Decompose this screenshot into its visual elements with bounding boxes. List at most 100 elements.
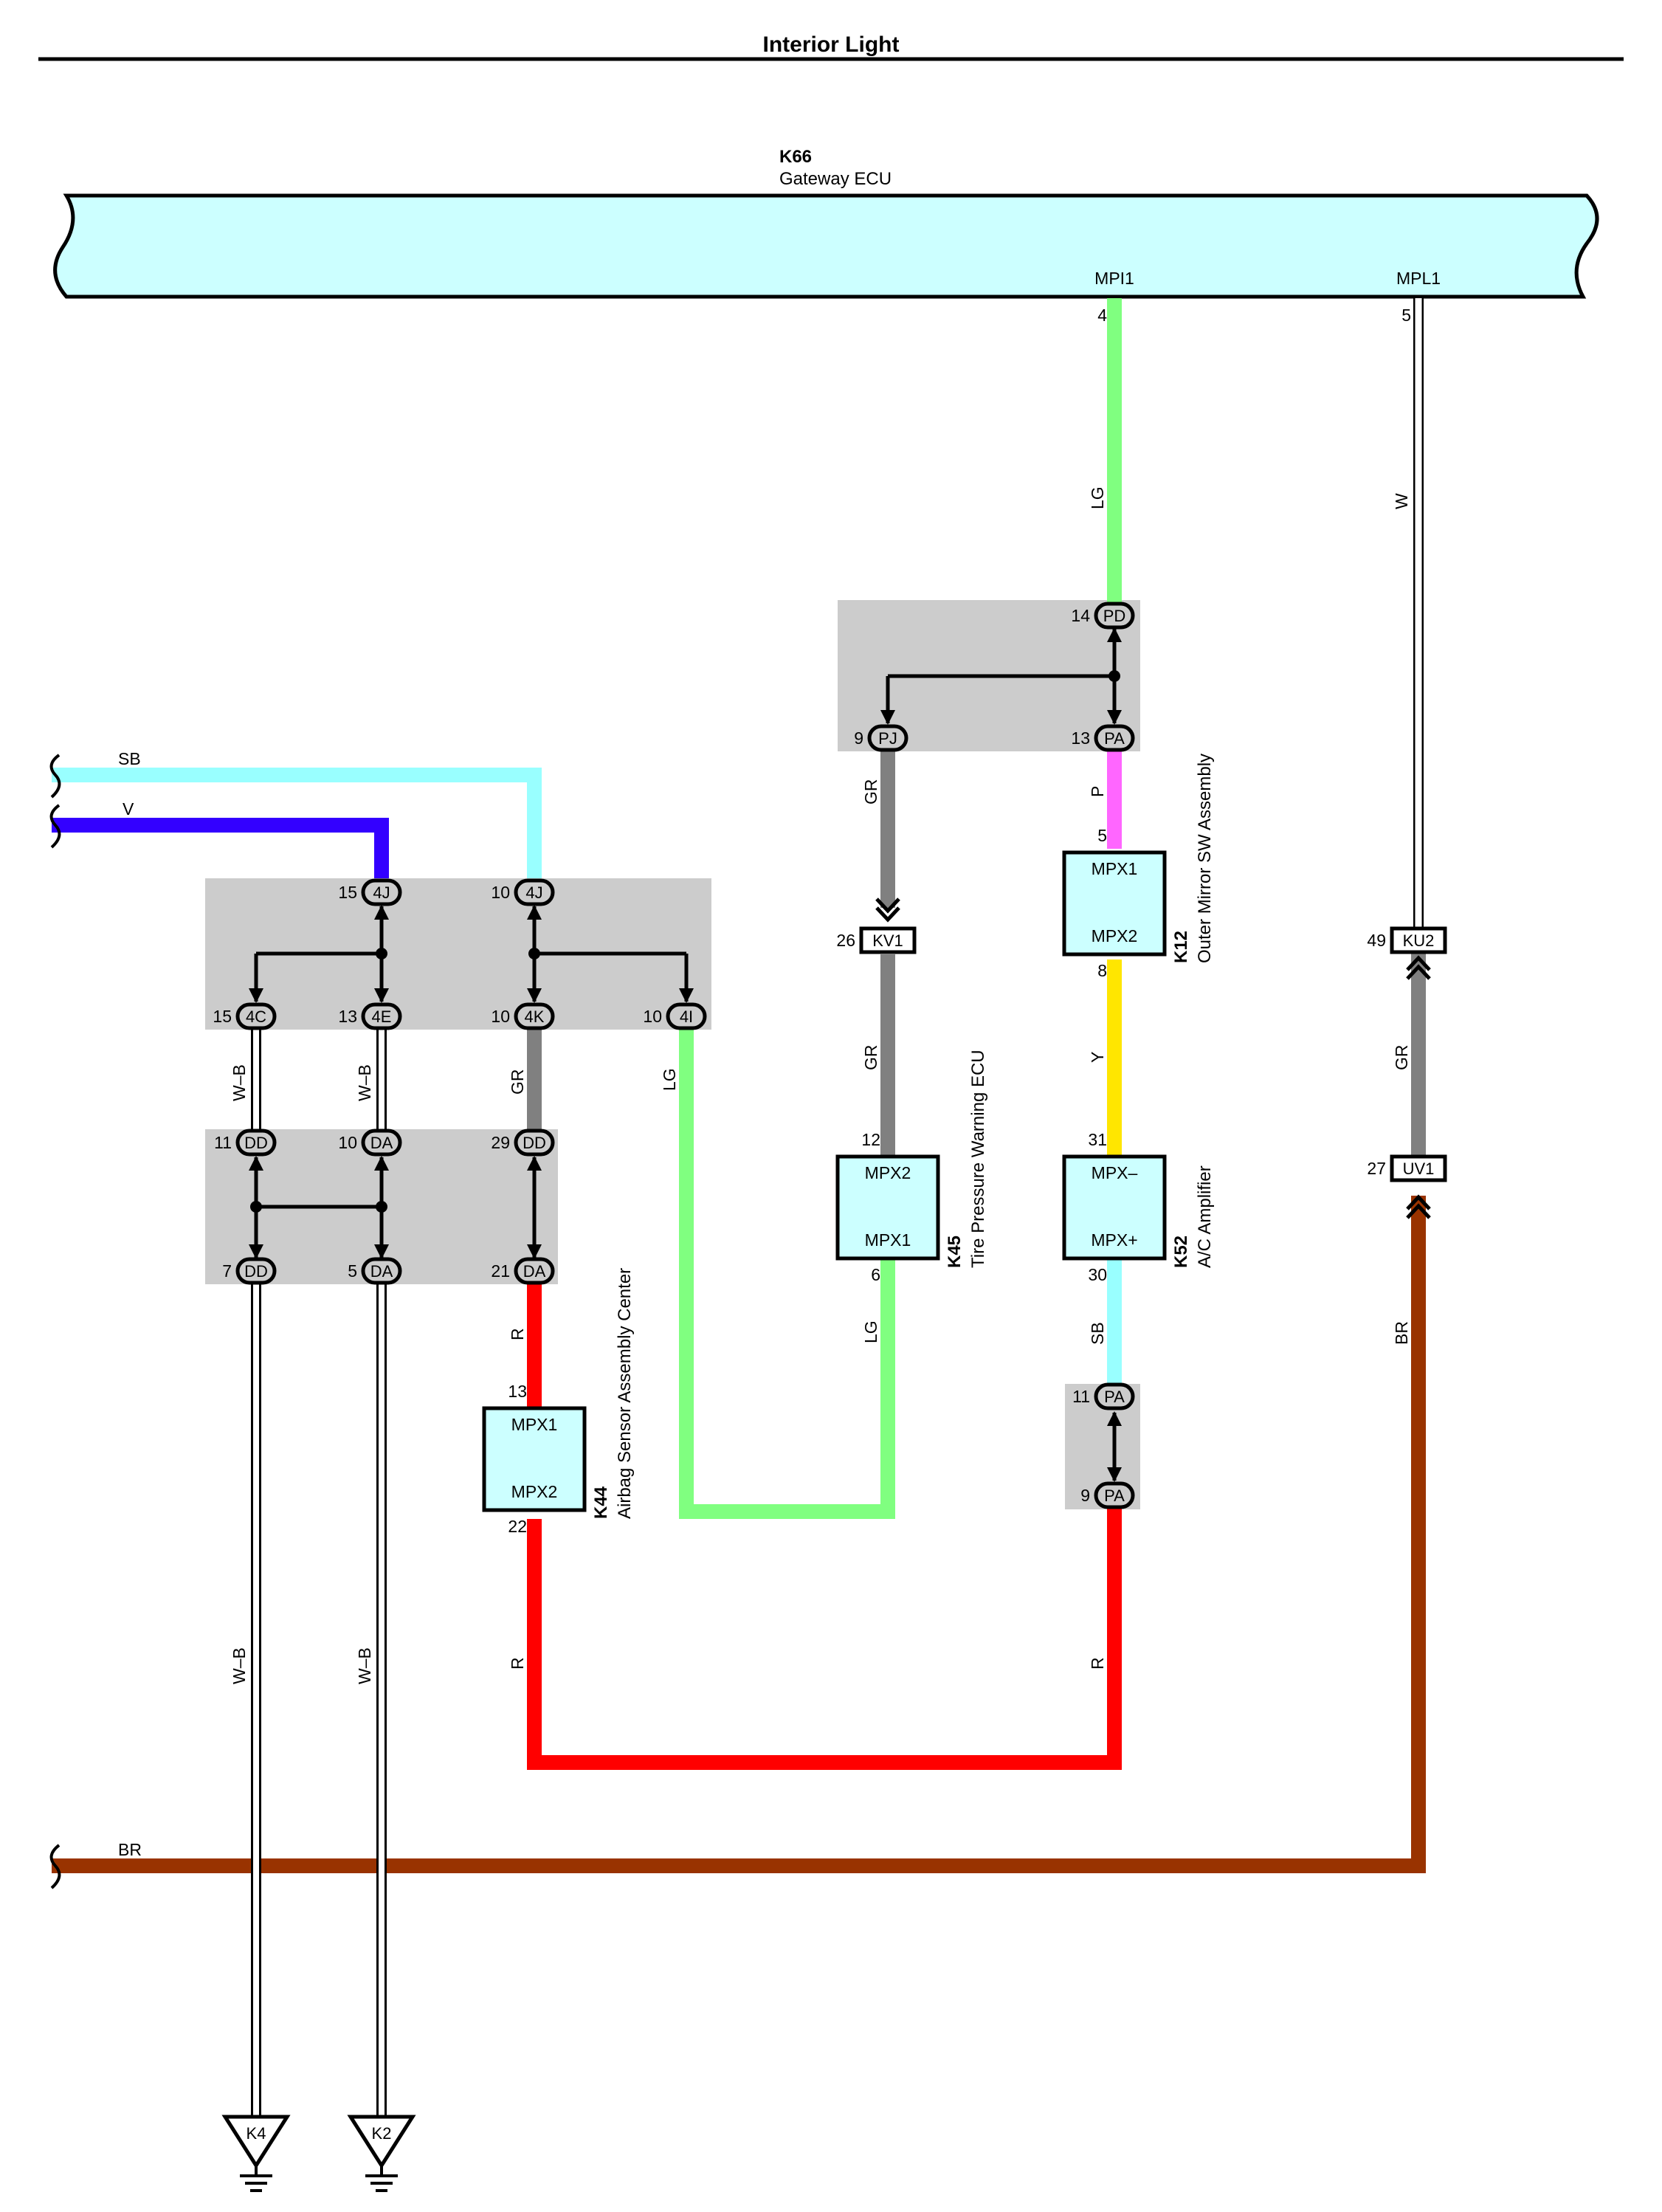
svg-text:4E: 4E — [372, 1007, 392, 1026]
svg-text:K2: K2 — [372, 2124, 392, 2143]
wire-label-lg-top: LG — [1088, 486, 1107, 509]
svg-text:12: 12 — [861, 1130, 880, 1149]
wire-label-r-pa: R — [1088, 1657, 1107, 1670]
svg-text:11: 11 — [214, 1133, 232, 1152]
svg-text:13: 13 — [338, 1007, 357, 1026]
connector-ku2: KU2 49 — [1367, 926, 1447, 954]
chevron-ku2 — [1406, 955, 1431, 980]
connector-da10: DA 10 — [338, 1129, 402, 1157]
svg-text:7: 7 — [222, 1261, 232, 1281]
chevron-uv1 — [1406, 1194, 1431, 1219]
svg-text:PA: PA — [1104, 1486, 1125, 1505]
ground-k2: K2 — [347, 2115, 416, 2192]
wire-break-sb — [49, 754, 61, 799]
svg-text:15: 15 — [338, 883, 357, 902]
svg-text:MPX1: MPX1 — [1092, 859, 1138, 878]
wire-label-y: Y — [1088, 1052, 1107, 1063]
svg-text:MPX2: MPX2 — [865, 1163, 911, 1182]
connector-e4: 4E 13 — [338, 1002, 402, 1030]
svg-text:4J: 4J — [373, 883, 390, 902]
svg-text:Tire Pressure Warning ECU: Tire Pressure Warning ECU — [968, 1050, 988, 1268]
svg-text:MPX1: MPX1 — [511, 1415, 558, 1434]
ecu-pin-mpl-name: MPL1 — [1396, 269, 1441, 288]
wire-label-gr-4k: GR — [508, 1069, 527, 1095]
svg-text:MPX–: MPX– — [1092, 1163, 1138, 1182]
splice-lines-dd — [249, 1156, 542, 1259]
gateway-ecu-box — [53, 193, 1599, 299]
connector-c4: 4C 15 — [213, 1002, 277, 1030]
svg-text:PD: PD — [1103, 607, 1126, 625]
wire-sb-in — [52, 768, 542, 878]
connector-pa9: PA 9 — [1080, 1481, 1135, 1509]
svg-text:4K: 4K — [525, 1007, 545, 1026]
connector-i4: 4I 10 — [643, 1002, 707, 1030]
svg-text:K44: K44 — [591, 1486, 611, 1519]
wire-r-loop — [527, 1508, 1122, 1770]
connector-kv1: KV1 26 — [836, 926, 917, 954]
connector-da5: DA 5 — [348, 1257, 402, 1285]
svg-text:PA: PA — [1104, 729, 1125, 748]
wire-label-lg-4i: LG — [660, 1068, 679, 1091]
svg-text:26: 26 — [836, 931, 855, 950]
connector-uv1: UV1 27 — [1367, 1154, 1447, 1182]
svg-text:DD: DD — [244, 1134, 268, 1152]
svg-text:9: 9 — [854, 728, 863, 748]
wire-label-sb-k52: SB — [1088, 1322, 1107, 1345]
svg-text:DD: DD — [244, 1262, 268, 1281]
connector-pd14: PD 14 — [1071, 602, 1135, 630]
svg-text:13: 13 — [1071, 728, 1090, 748]
svg-text:A/C Amplifier: A/C Amplifier — [1195, 1165, 1215, 1268]
wire-label-r-k44-top: R — [508, 1328, 527, 1340]
ecu-code: K66 — [779, 147, 812, 167]
svg-text:K4: K4 — [246, 2124, 266, 2143]
connector-pa11: PA 11 — [1072, 1382, 1135, 1410]
svg-text:K12: K12 — [1171, 931, 1191, 963]
svg-text:PJ: PJ — [878, 729, 897, 748]
svg-text:31: 31 — [1088, 1130, 1107, 1149]
page-title: Interior Light — [763, 32, 900, 57]
svg-text:8: 8 — [1097, 961, 1107, 980]
svg-text:10: 10 — [491, 1007, 510, 1026]
wire-label-wb-3: W–B — [230, 1647, 249, 1684]
svg-text:PA: PA — [1104, 1388, 1125, 1406]
svg-text:22: 22 — [508, 1517, 527, 1536]
wire-label-v-in: V — [123, 799, 134, 819]
wire-label-gr-kv1: GR — [861, 1045, 880, 1071]
svg-text:11: 11 — [1072, 1387, 1090, 1406]
connector-pj9: PJ 9 — [854, 724, 908, 752]
connector-dd7: DD 7 — [222, 1257, 277, 1285]
connector-j4a: 4J 15 — [338, 878, 402, 906]
wire-label-sb-in: SB — [118, 749, 141, 768]
wire-br-right — [52, 1196, 1426, 1873]
wire-label-br-right: BR — [1392, 1321, 1411, 1345]
connector-da21: DA 21 — [491, 1257, 555, 1285]
wire-break-br — [49, 1844, 61, 1889]
wire-label-p: P — [1088, 786, 1107, 797]
ecu-name: Gateway ECU — [779, 169, 892, 189]
wire-label-wb-2: W–B — [355, 1064, 374, 1101]
ecu-pin-mpi-name: MPI1 — [1094, 269, 1134, 288]
svg-text:5: 5 — [348, 1261, 357, 1281]
wire-break-v — [49, 804, 61, 849]
svg-text:6: 6 — [871, 1265, 880, 1284]
ground-k4: K4 — [221, 2115, 291, 2192]
svg-text:K45: K45 — [945, 1236, 965, 1268]
module-k52: MPX– MPX+ 31 30 K52 A/C Amplifier — [1062, 1130, 1215, 1284]
connector-k4: 4K 10 — [491, 1002, 555, 1030]
wire-label-wb-4: W–B — [355, 1647, 374, 1684]
svg-text:4C: 4C — [246, 1007, 266, 1026]
svg-text:10: 10 — [491, 883, 510, 902]
svg-text:MPX2: MPX2 — [1092, 926, 1138, 945]
ecu-pin-mpi-num: 4 — [1097, 306, 1107, 325]
wire-label-br-in: BR — [118, 1840, 142, 1859]
module-k44: MPX1 MPX2 13 22 K44 Airbag Sensor Assemb… — [482, 1268, 635, 1536]
svg-text:DD: DD — [523, 1134, 546, 1152]
svg-text:14: 14 — [1071, 606, 1090, 625]
connector-pa13: PA 13 — [1071, 724, 1135, 752]
wire-label-gr-pj: GR — [861, 779, 880, 805]
svg-text:DA: DA — [523, 1262, 546, 1281]
connector-j4b: 4J 10 — [491, 878, 555, 906]
svg-text:49: 49 — [1367, 931, 1386, 950]
wire-label-r-k44-bot: R — [508, 1657, 527, 1670]
